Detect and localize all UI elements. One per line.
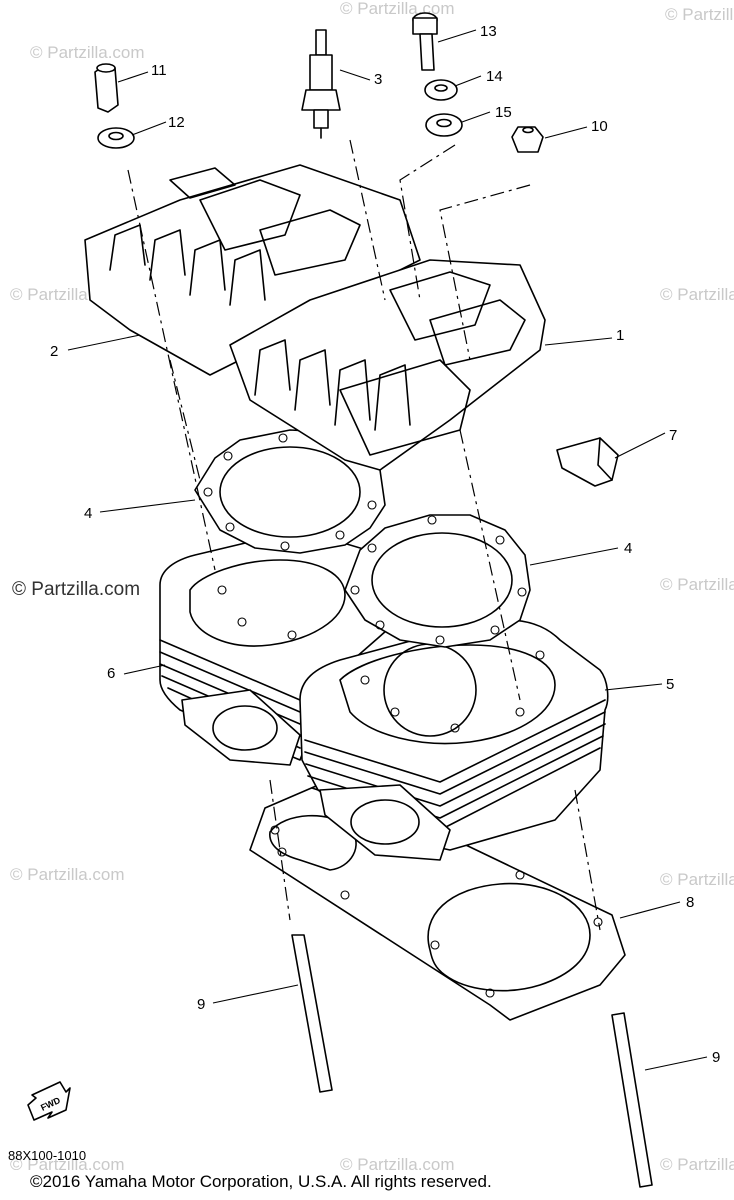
watermark: © Partzilla.com — [665, 5, 734, 24]
callout-3: 3 — [374, 71, 382, 88]
cylinder-head-left-drawing — [84, 164, 421, 376]
callout-5: 5 — [666, 676, 674, 693]
watermark: © Partzilla.com — [660, 285, 734, 304]
watermark-dark: © Partzilla.com — [12, 579, 140, 600]
spark-plug-drawing — [301, 29, 341, 139]
stud-bolts-drawing — [291, 934, 653, 1188]
callout-12: 12 — [168, 114, 185, 131]
assembly-centerlines — [127, 139, 601, 931]
callout-8: 8 — [686, 894, 694, 911]
callout-9-right: 9 — [712, 1049, 720, 1066]
crankcase-gasket-drawing — [249, 779, 626, 1021]
watermark: © Partzilla.com — [10, 865, 125, 884]
watermark: © Partzilla.com — [10, 1155, 125, 1174]
watermark: © Partzilla.com — [660, 870, 734, 889]
part-code: 88X100-1010 — [8, 1148, 86, 1163]
watermark: © Partzilla.com — [660, 1155, 734, 1174]
callout-15: 15 — [495, 104, 512, 121]
copyright-notice: ©2016 Yamaha Motor Corporation, U.S.A. A… — [30, 1172, 492, 1191]
callout-2: 2 — [50, 343, 58, 360]
watermark: © Partzilla.com — [660, 575, 734, 594]
callout-13: 13 — [480, 23, 497, 40]
callout-9-left: 9 — [197, 996, 205, 1013]
callout-1: 1 — [616, 327, 624, 344]
callout-4-left: 4 — [84, 505, 92, 522]
watermark: © Partzilla.com — [340, 1155, 455, 1174]
callout-10: 10 — [591, 118, 608, 135]
callout-4-right: 4 — [624, 540, 632, 557]
fwd-arrow-icon: FWD — [27, 1081, 71, 1121]
callout-labels: 1 2 3 4 4 5 6 7 8 9 9 10 11 12 13 14 15 — [50, 23, 720, 1066]
callout-14: 14 — [486, 68, 503, 85]
cylinder-head-right-drawing — [229, 259, 546, 471]
watermark: © Partzilla.com — [30, 43, 145, 62]
callout-leaders — [67, 29, 708, 1071]
damper-drawing — [556, 437, 619, 487]
callout-7: 7 — [669, 427, 677, 444]
bolt-washer-nut-drawing — [412, 12, 544, 153]
cylinder-right-drawing — [299, 619, 609, 861]
callout-11: 11 — [151, 62, 167, 79]
watermark: © Partzilla.com — [340, 0, 455, 18]
collar-washer-drawing — [94, 63, 135, 149]
callout-6: 6 — [107, 665, 115, 682]
head-gasket-right-drawing — [344, 514, 531, 648]
